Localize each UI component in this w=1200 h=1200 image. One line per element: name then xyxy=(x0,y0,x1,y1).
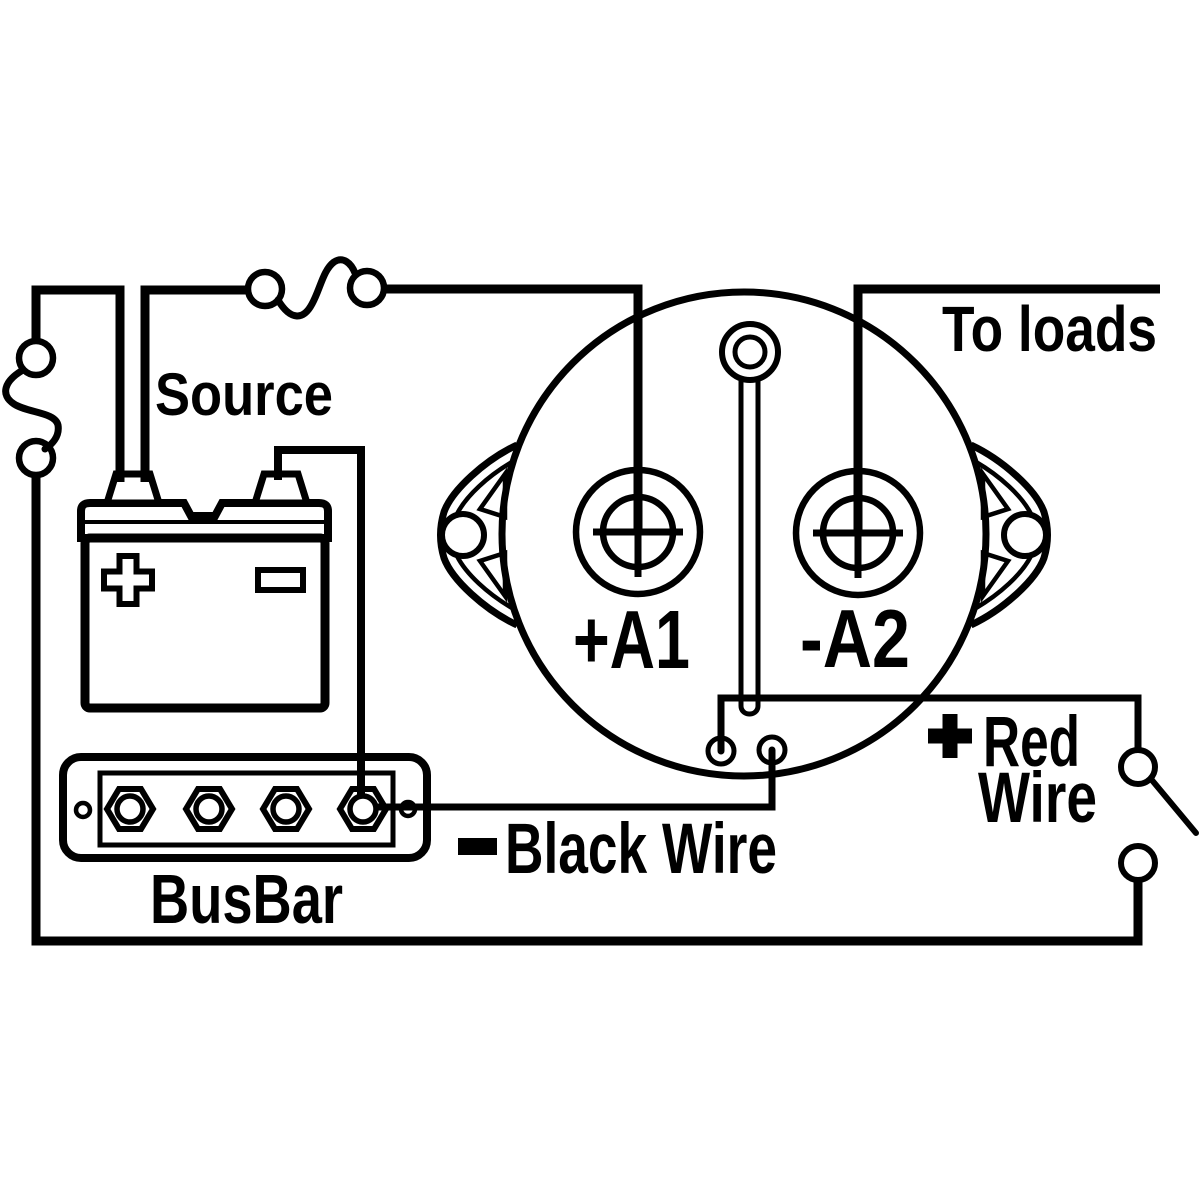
toggle-terminal-top xyxy=(1118,747,1158,787)
fuse-left-element xyxy=(2,366,62,453)
battery-minus-icon xyxy=(255,567,306,593)
ear-left-bolt-hole xyxy=(439,511,487,559)
toggle-terminal-bottom xyxy=(1118,843,1158,883)
busbar-stud-2-nut xyxy=(193,793,225,825)
terminal-crosshairs xyxy=(593,487,903,578)
busbar-stud-1-nut xyxy=(114,793,146,825)
fuse-top-terminal-right xyxy=(346,267,388,309)
fuse-left-terminal-top xyxy=(15,337,57,379)
busbar-stud-3-nut xyxy=(270,793,302,825)
battery-positive-post xyxy=(102,470,164,507)
switch-body-outline xyxy=(498,288,990,780)
battery xyxy=(77,470,332,713)
fuse-top-element xyxy=(274,256,359,320)
lever-shaft xyxy=(738,365,761,717)
busbar-stud-nuts xyxy=(114,793,379,825)
labels: Source To loads +A1 -A2 BusBar Black Wir… xyxy=(150,293,1157,938)
fuse-left xyxy=(2,337,62,479)
wire-positive-feed-right xyxy=(384,284,643,532)
label-busbar: BusBar xyxy=(150,860,343,938)
label-red-wire-line2: Wire xyxy=(978,759,1097,838)
wire-bottom-return xyxy=(31,475,1143,946)
label-to-loads: To loads xyxy=(942,293,1157,365)
wire-black xyxy=(361,746,776,811)
label-red-wire-line1: Red xyxy=(983,703,1080,782)
battery-negative-post xyxy=(250,470,312,507)
minus-icon xyxy=(458,838,497,855)
toggle-switch xyxy=(1118,747,1199,883)
label-black-wire: Black Wire xyxy=(505,810,777,889)
wire-battery-negative xyxy=(274,446,365,806)
toggle-lever xyxy=(1148,776,1199,836)
plus-icon xyxy=(928,714,972,758)
wires xyxy=(31,284,1160,946)
fuse-top xyxy=(244,256,388,320)
mounting-ear-left xyxy=(437,441,519,629)
wire-positive-feed-left xyxy=(140,285,249,482)
label-terminal-a2: -A2 xyxy=(800,592,910,685)
lever-ring-inner xyxy=(732,334,768,370)
busbar-mounting-hole-left xyxy=(73,800,93,820)
label-source: Source xyxy=(155,361,333,428)
switch-lever xyxy=(719,321,781,717)
ear-right-bolt-hole xyxy=(1001,511,1049,559)
label-terminal-a1: +A1 xyxy=(573,593,690,686)
fuse-top-terminal-left xyxy=(244,268,286,310)
battery-plus-icon xyxy=(101,553,155,607)
busbar-stud-4-nut xyxy=(347,793,379,825)
wire-source-positive-left xyxy=(31,285,125,482)
wire-a2-to-loads xyxy=(853,284,1160,533)
mounting-ear-right xyxy=(969,441,1051,629)
wire-red xyxy=(717,694,1142,756)
